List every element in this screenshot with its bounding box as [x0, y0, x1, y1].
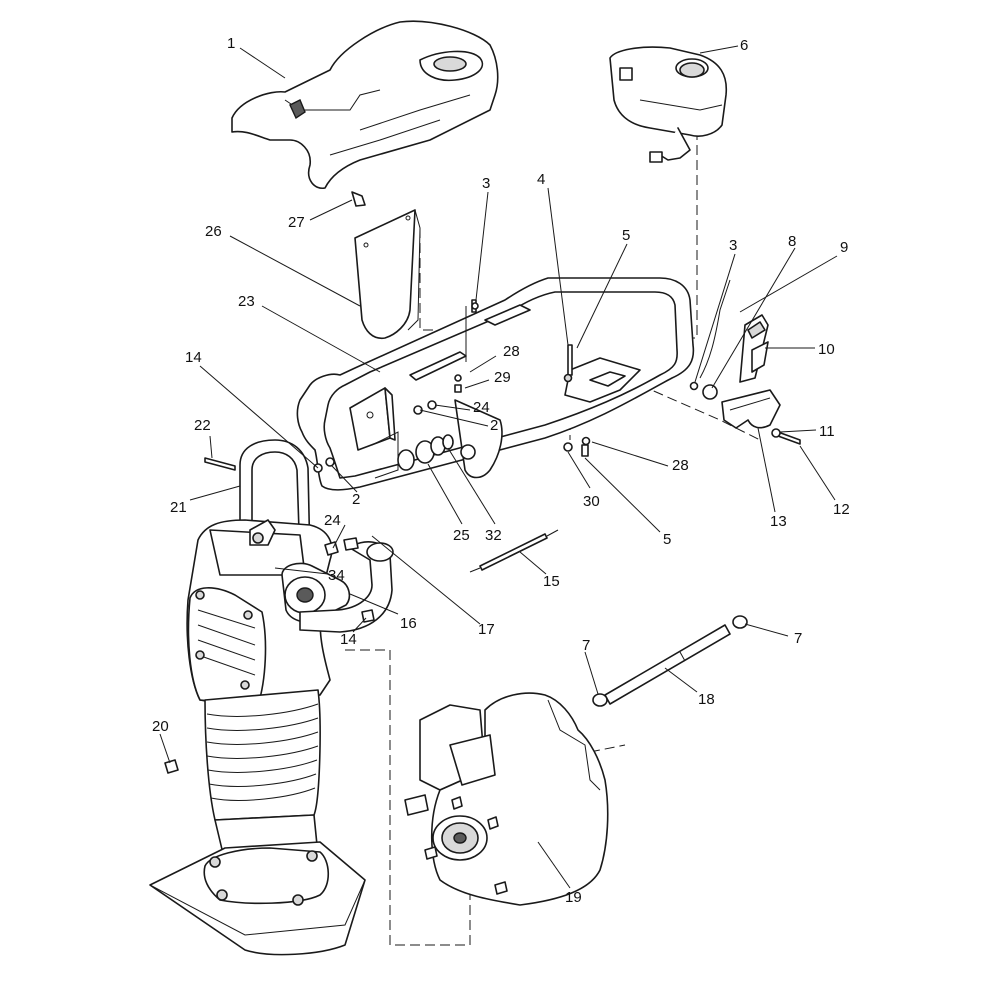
callout-14: 14 [185, 349, 202, 366]
callout-5-lower: 5 [663, 531, 671, 548]
callout-30: 30 [583, 493, 600, 510]
callout-9: 9 [840, 239, 848, 256]
callout-4: 4 [537, 171, 545, 188]
callout-28: 28 [503, 343, 520, 360]
callout-24: 24 [473, 399, 490, 416]
callout-2: 2 [490, 417, 498, 434]
callout-3: 3 [482, 175, 490, 192]
callout-22: 22 [194, 417, 211, 434]
callout-34: 34 [328, 567, 345, 584]
callout-24-lower: 24 [324, 512, 341, 529]
callout-2-lower: 2 [352, 491, 360, 508]
fuel-tank-part [609, 46, 728, 163]
callout-20: 20 [152, 718, 169, 735]
throttle-control-part [699, 279, 801, 445]
callout-19: 19 [565, 889, 582, 906]
callout-29: 29 [494, 369, 511, 386]
callout-21: 21 [170, 499, 187, 516]
engine-cover-part [231, 20, 499, 190]
callout-32: 32 [485, 527, 502, 544]
callout-23: 23 [238, 293, 255, 310]
callout-27: 27 [288, 214, 305, 231]
callout-7: 7 [582, 637, 590, 654]
fuel-line-part [592, 615, 748, 707]
callout-3-right: 3 [729, 237, 737, 254]
callout-12: 12 [833, 501, 850, 518]
callout-11: 11 [819, 423, 835, 440]
callout-17: 17 [478, 621, 495, 638]
fasteners-part [204, 299, 718, 473]
callout-15: 15 [543, 573, 560, 590]
throttle-cable-part [469, 529, 559, 573]
callout-26: 26 [205, 223, 222, 240]
callout-7-right: 7 [794, 630, 802, 647]
callout-18: 18 [698, 691, 715, 708]
callout-16: 16 [400, 615, 417, 632]
shield-plate-part [351, 191, 421, 340]
bushings-part [397, 434, 476, 471]
callout-28-lower: 28 [672, 457, 689, 474]
callout-5: 5 [622, 227, 630, 244]
callout-labels: 1 6 3 27 26 4 5 23 28 29 24 2 14 22 21 2… [152, 35, 850, 906]
leader-lines [159, 45, 838, 889]
callout-13: 13 [770, 513, 787, 530]
callout-8: 8 [788, 233, 796, 250]
callout-6: 6 [740, 37, 748, 54]
callout-1: 1 [227, 35, 235, 52]
callout-14-lower: 14 [340, 631, 357, 648]
engine-part [404, 692, 609, 906]
callout-25: 25 [453, 527, 470, 544]
callout-10: 10 [818, 341, 835, 358]
rammer-body-part [149, 439, 394, 956]
frame-handle-part [296, 277, 695, 491]
